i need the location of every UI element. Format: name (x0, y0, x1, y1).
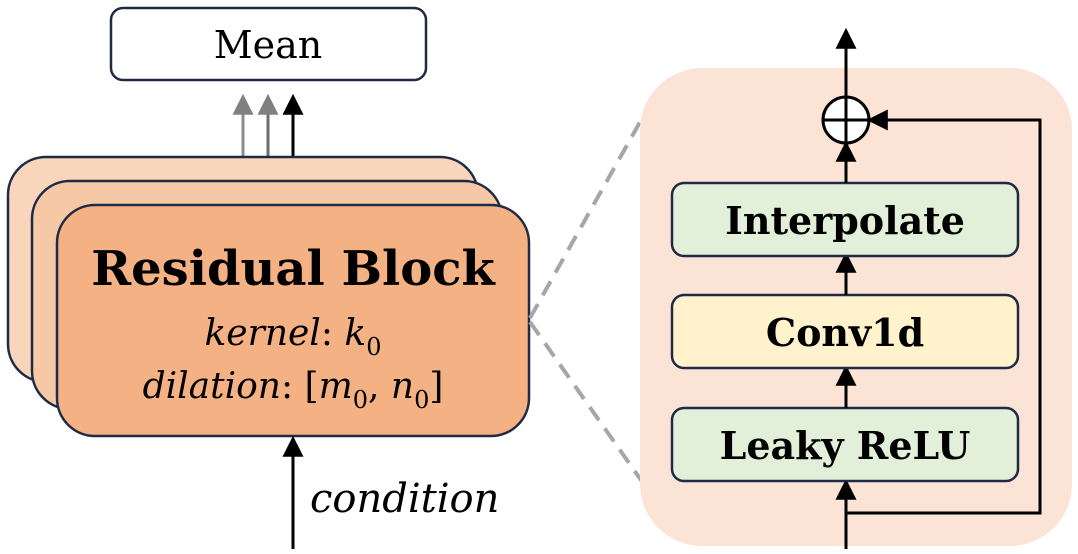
residual-block-title: Residual Block (91, 241, 496, 297)
layer-conv1d-label: Conv1d (766, 310, 924, 355)
layer-leaky-relu: Leaky ReLU (670, 406, 1020, 483)
layer-leaky-relu-label: Leaky ReLU (720, 423, 971, 468)
condition-label: condition (310, 476, 499, 522)
dilation-line: dilation: [m0, n0] (143, 366, 444, 414)
zoom-line-top (528, 121, 642, 319)
zoom-line-bottom (528, 320, 657, 502)
layer-conv1d: Conv1d (670, 293, 1020, 370)
sum-node-icon (821, 95, 871, 145)
skip-connection (846, 109, 1042, 515)
residual-block: Residual Block kernel: k0 dilation: [m0,… (55, 203, 531, 438)
layer-interpolate: Interpolate (670, 181, 1020, 258)
layer-interpolate-label: Interpolate (725, 198, 965, 243)
kernel-line: kernel: k0 (204, 313, 381, 361)
mean-label: Mean (214, 23, 323, 67)
mean-box: Mean (109, 6, 428, 82)
